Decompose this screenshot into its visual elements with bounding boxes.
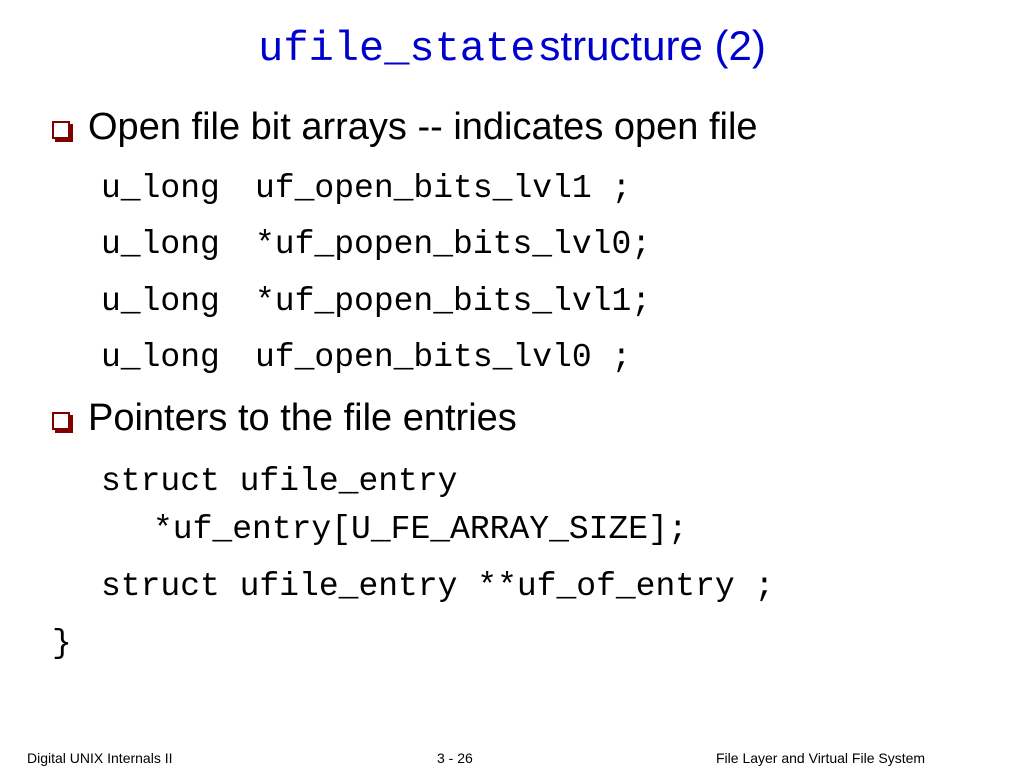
bullet-item-1: Open file bit arrays -- indicates open f… [52,106,758,149]
code-line: struct ufile_entry **uf_of_entry ; [101,568,775,605]
code-type: u_long [101,226,220,263]
bullet-text: Open file bit arrays -- indicates open f… [88,106,758,148]
code-type: u_long [101,339,220,376]
square-bullet-icon [52,411,70,430]
code-identifier: *uf_popen_bits_lvl0; [255,226,652,263]
bullet-text: Pointers to the file entries [88,397,517,439]
code-line: *uf_popen_bits_lvl0; [255,226,651,263]
code-line: u_long [101,226,220,263]
code-type: u_long [101,283,220,320]
code-type: u_long [101,170,220,207]
title-code-part: ufile_state [258,25,536,73]
code-line: uf_open_bits_lvl0 ; [255,339,631,376]
code-line-continuation: *uf_entry[U_FE_ARRAY_SIZE]; [153,511,688,548]
code-identifier: uf_open_bits_lvl1 ; [255,170,632,207]
code-line: uf_open_bits_lvl1 ; [255,170,631,207]
code-line: u_long [101,170,220,207]
bullet-item-2: Pointers to the file entries [52,397,517,440]
code-line: struct ufile_entry [101,463,458,500]
code-identifier: *uf_popen_bits_lvl1; [255,283,652,320]
title-text-part: structure (2) [539,22,766,69]
code-line: *uf_popen_bits_lvl1; [255,283,651,320]
code-line: u_long [101,339,220,376]
closing-brace: } [52,625,72,662]
footer-right: File Layer and Virtual File System [716,750,926,766]
code-identifier: uf_open_bits_lvl0 ; [255,339,632,376]
slide-title: ufile_state structure (2) [0,22,1024,73]
code-line: u_long [101,283,220,320]
footer-left: Digital UNIX Internals II [27,750,173,766]
footer-page-number: 3 - 26 [437,750,473,766]
square-bullet-icon [52,120,70,139]
